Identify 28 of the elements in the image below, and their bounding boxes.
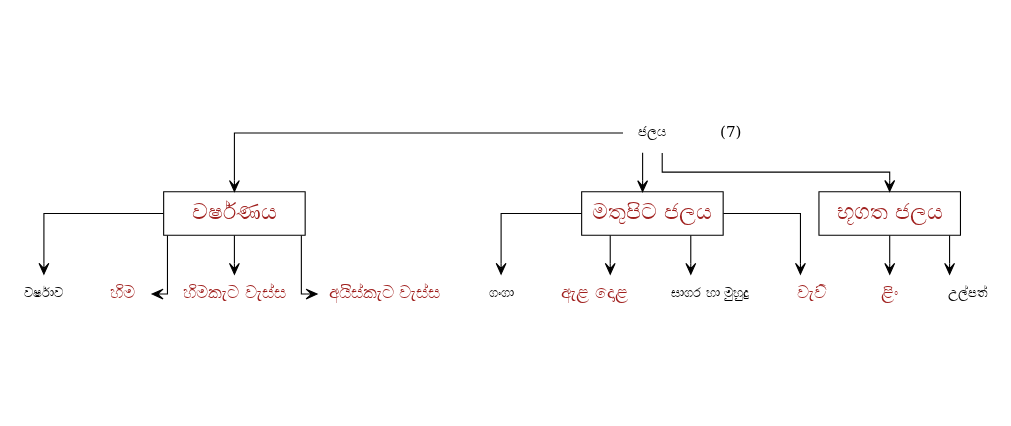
node-text: ළිං xyxy=(880,281,898,302)
node-text: ඇළ දොළ xyxy=(560,281,628,302)
label: (7) xyxy=(719,122,742,141)
node-box: භූගත ජලය xyxy=(817,190,961,236)
arrow xyxy=(495,212,582,275)
arrow xyxy=(883,234,895,275)
node-box: වර්ෂණය xyxy=(162,190,306,236)
arrow xyxy=(636,151,648,192)
node-text: හිම xyxy=(109,281,135,302)
arrow xyxy=(228,234,240,275)
node-text: ගංගා xyxy=(488,284,514,300)
node-box: මතුපිට ජලය xyxy=(580,190,724,236)
node-text: වර්ෂාව xyxy=(23,284,63,300)
node-text: අයිස්කැට වැස්ස xyxy=(328,281,440,302)
node-text: වැව් xyxy=(796,281,826,302)
node-text: හිමකැට වැස්ස xyxy=(182,281,286,302)
arrow xyxy=(151,234,168,299)
arrow xyxy=(37,212,164,275)
arrow xyxy=(228,131,624,192)
arrow xyxy=(684,234,696,275)
arrow xyxy=(943,234,955,275)
arrow xyxy=(722,212,806,275)
node-text: ජලය xyxy=(637,123,666,139)
node-text: සාගර හා මුහුදු xyxy=(670,284,749,300)
arrow xyxy=(661,151,895,192)
arrow xyxy=(604,234,616,275)
node-text: උල්පත් xyxy=(947,284,988,300)
arrow xyxy=(300,234,318,299)
